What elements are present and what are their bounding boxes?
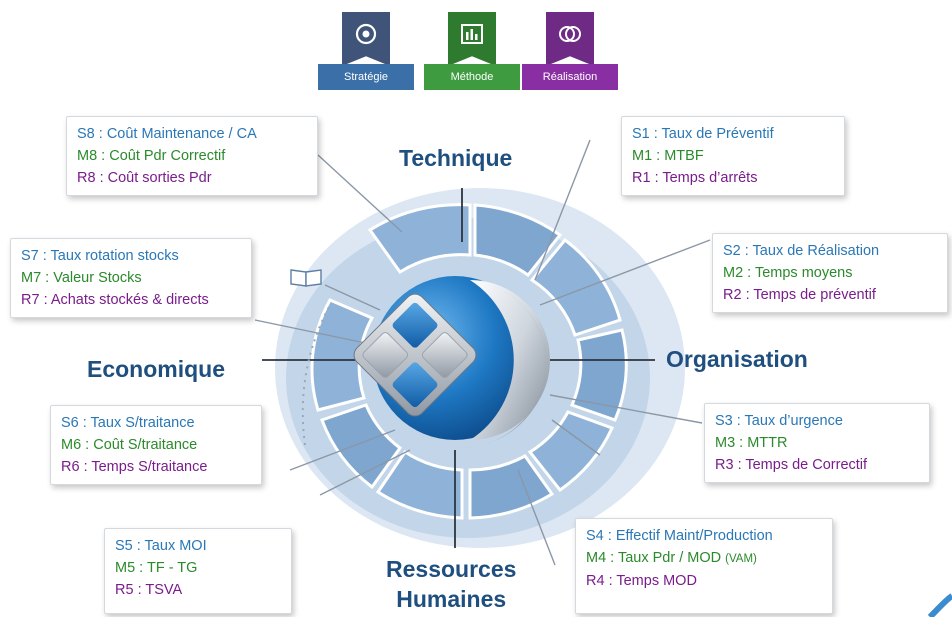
kpi-strategie: S7 : Taux rotation stocks xyxy=(21,248,179,264)
kpi-methode: M1 : MTBF xyxy=(632,148,704,164)
kpi-strategie: S4 : Effectif Maint/Production xyxy=(586,528,773,544)
badge-methode-label: Méthode xyxy=(424,64,520,90)
kpi-methode-suffix: (VAM) xyxy=(725,553,757,565)
badge-methode-flag xyxy=(448,12,496,66)
axis-label-humaines: Humaines xyxy=(396,586,507,612)
kpi-strategie: S6 : Taux S/traitance xyxy=(61,415,195,431)
badge-methode: Méthode xyxy=(424,12,520,90)
kpi-realisation: R1 : Temps d’arrêts xyxy=(632,170,758,186)
kpi-realisation: R5 : TSVA xyxy=(115,582,183,598)
badge-strategie: Stratégie xyxy=(318,12,414,90)
bar-chart-icon xyxy=(461,24,483,44)
central-emblem xyxy=(353,276,550,448)
kpi-card-3: S3 : Taux d’urgence M3 : MTTR R3 : Temps… xyxy=(704,403,930,483)
kpi-methode-text: M4 : Taux Pdr / MOD xyxy=(586,550,722,566)
axis-label-technique: Technique xyxy=(399,145,513,171)
overlap-circles-icon xyxy=(559,26,581,42)
kpi-realisation: R8 : Coût sorties Pdr xyxy=(77,170,212,186)
kpi-strategie: S1 : Taux de Préventif xyxy=(632,126,774,142)
kpi-realisation: R4 : Temps MOD xyxy=(586,573,697,589)
badge-realisation-flag xyxy=(546,12,594,66)
target-icon xyxy=(355,23,377,45)
kpi-card-4: S4 : Effectif Maint/Production M4 : Taux… xyxy=(575,518,833,614)
axis-label-ressources-humaines: Ressources Humaines xyxy=(386,554,516,614)
kpi-card-8: S8 : Coût Maintenance / CA M8 : Coût Pdr… xyxy=(66,116,318,196)
kpi-methode: M2 : Temps moyens xyxy=(723,265,853,281)
axis-label-ressources: Ressources xyxy=(386,556,517,582)
kpi-methode: M6 : Coût S/traitance xyxy=(61,437,198,453)
kpi-methode: M3 : MTTR xyxy=(715,435,788,451)
kpi-strategie: S5 : Taux MOI xyxy=(115,538,207,554)
segment-ring xyxy=(310,203,628,520)
kpi-realisation: R2 : Temps de préventif xyxy=(723,287,876,303)
kpi-realisation: R3 : Temps de Correctif xyxy=(715,457,868,473)
kpi-realisation: R7 : Achats stockés & directs xyxy=(21,292,209,308)
badge-strategie-label: Stratégie xyxy=(318,64,414,90)
kpi-methode: M5 : TF - TG xyxy=(115,560,198,576)
kpi-card-6: S6 : Taux S/traitance M6 : Coût S/traita… xyxy=(50,405,262,485)
kpi-strategie: S2 : Taux de Réalisation xyxy=(723,243,880,259)
kpi-methode: M4 : Taux Pdr / MOD (VAM) xyxy=(586,547,822,570)
axis-lines xyxy=(262,188,655,548)
axis-label-economique: Economique xyxy=(87,356,226,382)
kpi-card-1: S1 : Taux de Préventif M1 : MTBF R1 : Te… xyxy=(621,116,845,196)
kpi-card-5: S5 : Taux MOI M5 : TF - TG R5 : TSVA xyxy=(104,528,292,614)
kpi-strategie: S3 : Taux d’urgence xyxy=(715,413,843,429)
kpi-methode: M7 : Valeur Stocks xyxy=(21,270,142,286)
axis-label-organisation: Organisation xyxy=(666,346,808,372)
kpi-methode: M8 : Coût Pdr Correctif xyxy=(77,148,226,164)
dotted-arc xyxy=(301,304,331,446)
badge-strategie-flag xyxy=(342,12,390,66)
kpi-card-7: S7 : Taux rotation stocks M7 : Valeur St… xyxy=(10,238,252,318)
kpi-card-2: S2 : Taux de Réalisation M2 : Temps moye… xyxy=(712,233,948,313)
kpi-strategie: S8 : Coût Maintenance / CA xyxy=(77,126,257,142)
badge-realisation: Réalisation xyxy=(522,12,618,90)
corner-arc xyxy=(927,593,952,617)
badge-realisation-label: Réalisation xyxy=(522,64,618,90)
book-icon xyxy=(290,269,322,287)
kpi-realisation: R6 : Temps S/traitance xyxy=(61,459,208,475)
connector-lines xyxy=(254,139,711,566)
